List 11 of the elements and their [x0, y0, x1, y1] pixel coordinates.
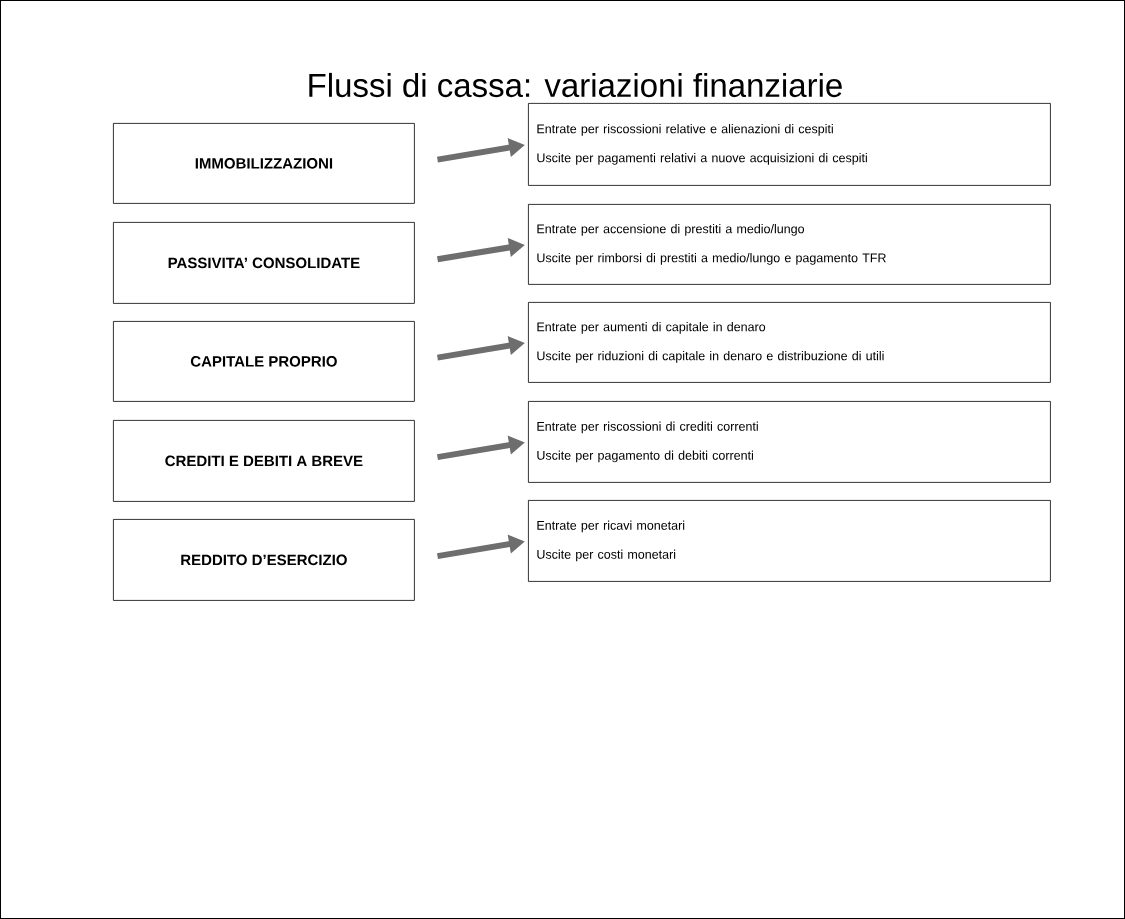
description-box: Entrate per accensione di prestiti a medio/lungo Uscite per rimborsi di prestiti a medio/lungo e pagamento TFR: [528, 204, 1051, 285]
description-box: Entrate per riscossioni relative e alienazioni di cespiti Uscite per pagamenti relativi a nuove acquisizioni di cespiti: [528, 103, 1051, 186]
category-box: CREDITI E DEBITI A BREVE: [113, 420, 415, 502]
title: Flussi di cassa: variazioni finanziarie: [309, 72, 842, 98]
description-box: Entrate per riscossioni di crediti correnti Uscite per pagamento di debiti correnti: [528, 401, 1051, 483]
category-box: IMMOBILIZZAZIONI: [113, 123, 415, 204]
description-box: Entrate per ricavi monetari Uscite per costi monetari: [528, 500, 1051, 582]
category-box: REDDITO D’ESERCIZIO: [113, 519, 415, 601]
category-box: CAPITALE PROPRIO: [113, 321, 415, 402]
description-box: Entrate per aumenti di capitale in denaro Uscite per riduzioni di capitale in denaro e distribuzione di utili: [528, 302, 1051, 383]
category-box: PASSIVITA’ CONSOLIDATE: [113, 222, 415, 304]
